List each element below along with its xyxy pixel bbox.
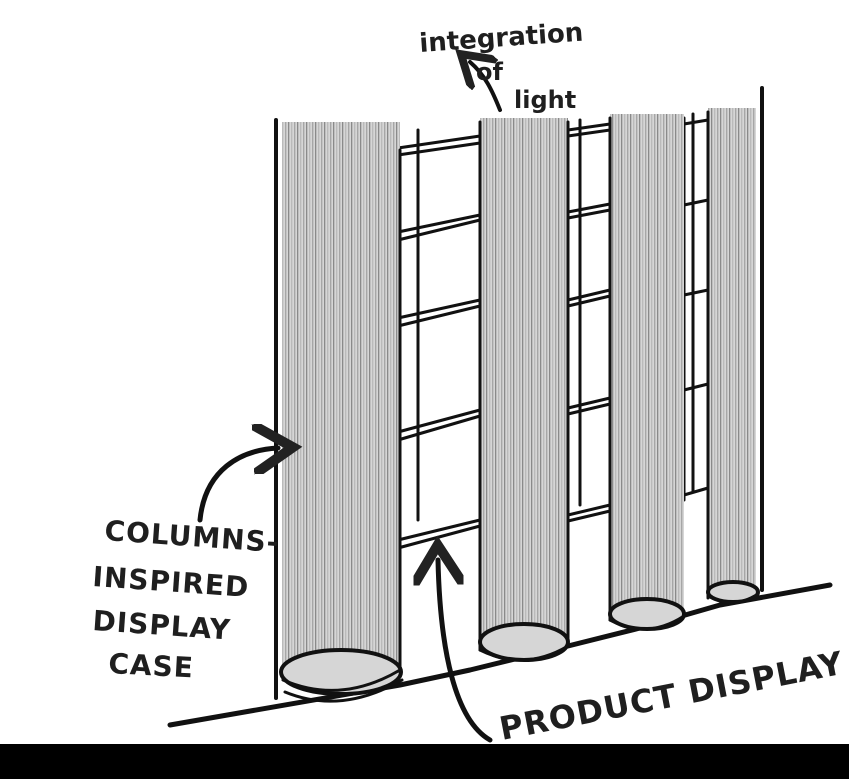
shelf-unit-1 xyxy=(398,130,480,548)
column-3 xyxy=(610,114,684,629)
left-label-line-2: INSPIRED xyxy=(92,560,251,604)
bottom-band xyxy=(0,744,849,779)
bottom-label: PRODUCT DISPLAY xyxy=(496,644,846,748)
top-label-line-3: light xyxy=(514,86,576,114)
column-1 xyxy=(281,122,402,701)
column-4 xyxy=(708,108,758,603)
shelf-unit-3 xyxy=(684,114,708,500)
left-label-line-1: COLUMNS- xyxy=(104,514,281,559)
top-label-line-2: of xyxy=(476,58,503,86)
arrow-icon xyxy=(200,448,278,520)
left-label-line-3: DISPLAY xyxy=(92,604,232,647)
column-2 xyxy=(480,118,568,660)
top-label-line-1: integration xyxy=(418,18,584,59)
left-label-line-4: CASE xyxy=(108,647,195,684)
shelf-unit-2 xyxy=(568,120,610,521)
